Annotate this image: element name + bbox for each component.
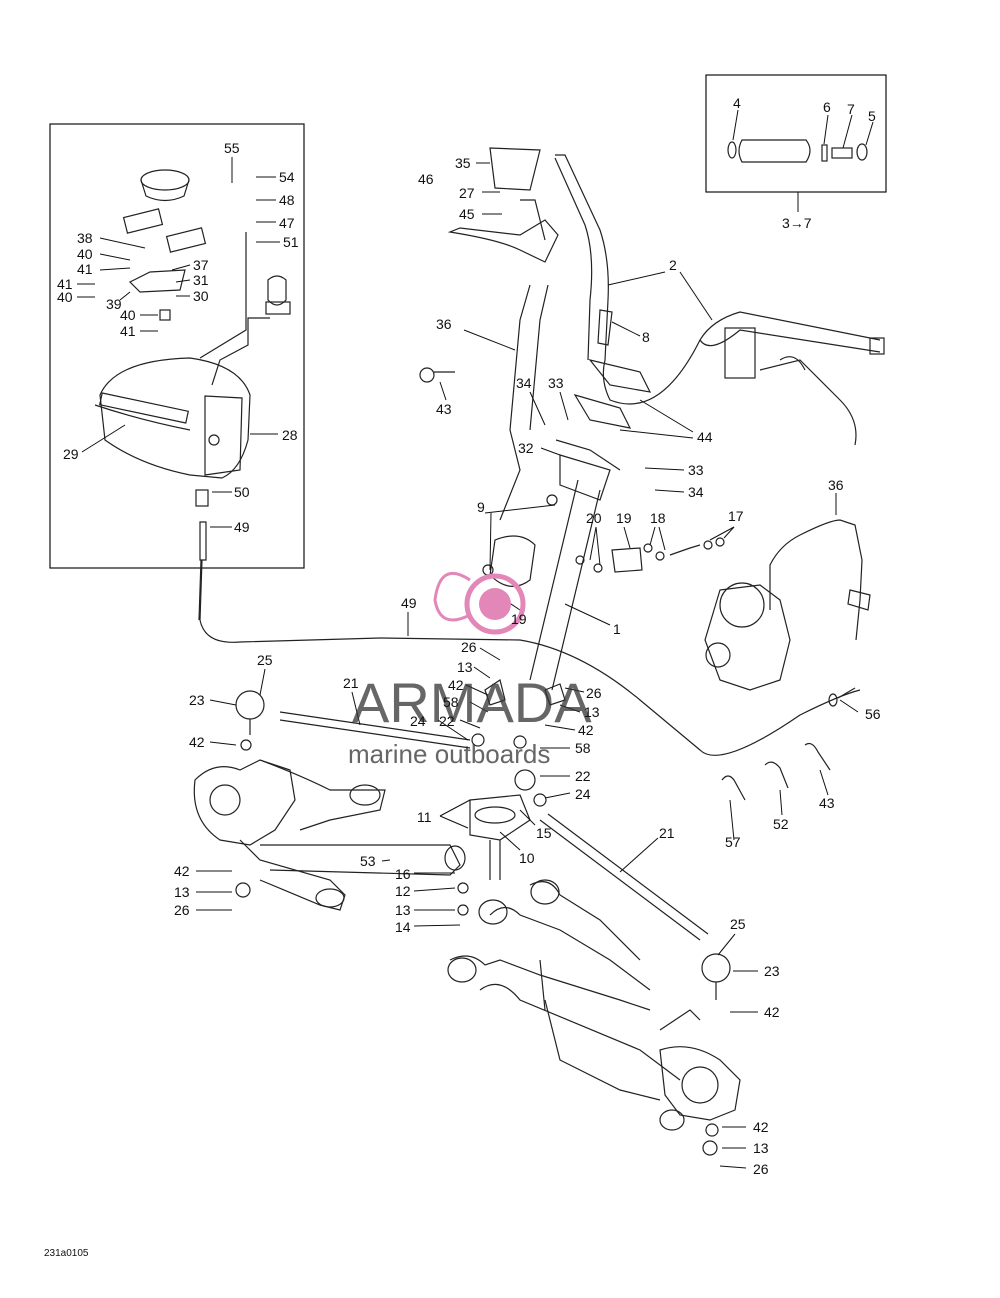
callout: 48 <box>279 192 295 208</box>
callout: 42 <box>174 863 190 879</box>
callout: 16 <box>395 866 411 882</box>
callout: 24 <box>575 786 591 802</box>
grip-inset-box <box>705 74 887 193</box>
callout: 23 <box>764 963 780 979</box>
callout: 31 <box>193 272 209 288</box>
callout: 26 <box>174 902 190 918</box>
callout: 5 <box>868 108 876 124</box>
callout: 25 <box>257 652 273 668</box>
callout: 43 <box>436 401 452 417</box>
callout: 17 <box>728 508 744 524</box>
callout: 53 <box>360 853 376 869</box>
callout: 26 <box>753 1161 769 1177</box>
callout: 50 <box>234 484 250 500</box>
callout: 37 <box>193 257 209 273</box>
callout: 13 <box>457 659 473 675</box>
callout: 26 <box>586 685 602 701</box>
grip-inset-label: 3→7 <box>782 215 812 231</box>
armada-watermark: ARMADA marine outboards <box>348 571 592 769</box>
callout: 35 <box>455 155 471 171</box>
callout: 1 <box>613 621 621 637</box>
callout: 38 <box>77 230 93 246</box>
callout: 39 <box>106 296 122 312</box>
callout: 26 <box>461 639 477 655</box>
callout: 42 <box>753 1119 769 1135</box>
callout: 11 <box>417 809 432 825</box>
callout: 29 <box>63 446 79 462</box>
callout: 54 <box>279 169 295 185</box>
callout: 21 <box>659 825 675 841</box>
callout: 46 <box>418 171 434 187</box>
callout: 13 <box>584 704 600 720</box>
callout: 42 <box>764 1004 780 1020</box>
callout: 51 <box>283 234 299 250</box>
callout: 9 <box>477 499 485 515</box>
callout: 57 <box>725 834 741 850</box>
callout: 45 <box>459 206 475 222</box>
armada-logo <box>464 573 526 635</box>
callout: 49 <box>234 519 250 535</box>
armada-logo-hub <box>479 588 511 620</box>
callout: 15 <box>536 825 552 841</box>
callout: 13 <box>753 1140 769 1156</box>
callout: 6 <box>823 99 831 115</box>
callout: 56 <box>865 706 881 722</box>
callout: 13 <box>395 902 411 918</box>
callout: 25 <box>730 916 746 932</box>
parts-artwork <box>94 139 885 1156</box>
callout: 41 <box>57 276 73 292</box>
callout: 49 <box>401 595 417 611</box>
callout: 19 <box>511 611 527 627</box>
callout: 58 <box>575 740 591 756</box>
callout: 22 <box>439 713 455 729</box>
callout: 10 <box>519 850 535 866</box>
callout: 34 <box>516 375 532 391</box>
callout: 42 <box>448 677 464 693</box>
callout: 40 <box>57 289 73 305</box>
callout: 34 <box>688 484 704 500</box>
callout: 7 <box>847 101 855 117</box>
callout: 33 <box>548 375 564 391</box>
callout: 44 <box>697 429 713 445</box>
callout: 18 <box>650 510 666 526</box>
callout: 42 <box>189 734 205 750</box>
callout: 52 <box>773 816 789 832</box>
drawing-reference: 231a0105 <box>44 1248 89 1259</box>
leader-lines <box>77 109 874 1169</box>
callout: 42 <box>578 722 594 738</box>
callout: 8 <box>642 329 650 345</box>
hand-guard-inset-box <box>49 123 305 569</box>
callout: 22 <box>575 768 591 784</box>
callout: 28 <box>282 427 298 443</box>
callout: 13 <box>174 884 190 900</box>
callout: 24 <box>410 713 426 729</box>
callout: 32 <box>518 440 534 456</box>
callout: 43 <box>819 795 835 811</box>
watermark-tagline: marine outboards <box>348 739 550 769</box>
callout: 20 <box>586 510 602 526</box>
callout-labels: 55 54 48 47 51 38 40 37 41 31 41 40 39 3… <box>57 95 881 1177</box>
callout: 47 <box>279 215 295 231</box>
callout: 58 <box>443 694 459 710</box>
callout: 12 <box>395 883 411 899</box>
callout: 36 <box>436 316 452 332</box>
callout: 33 <box>688 462 704 478</box>
callout: 41 <box>77 261 93 277</box>
callout: 23 <box>189 692 205 708</box>
callout: 14 <box>395 919 411 935</box>
callout: 55 <box>224 140 240 156</box>
callout: 19 <box>616 510 632 526</box>
callout: 41 <box>120 323 136 339</box>
callout: 36 <box>828 477 844 493</box>
callout: 21 <box>343 675 359 691</box>
callout: 40 <box>120 307 136 323</box>
callout: 4 <box>733 95 741 111</box>
callout: 27 <box>459 185 475 201</box>
callout: 30 <box>193 288 209 304</box>
armada-logo-blade <box>433 571 471 622</box>
watermark-brand: ARMADA <box>352 671 592 734</box>
callout: 40 <box>77 246 93 262</box>
callout: 2 <box>669 257 677 273</box>
